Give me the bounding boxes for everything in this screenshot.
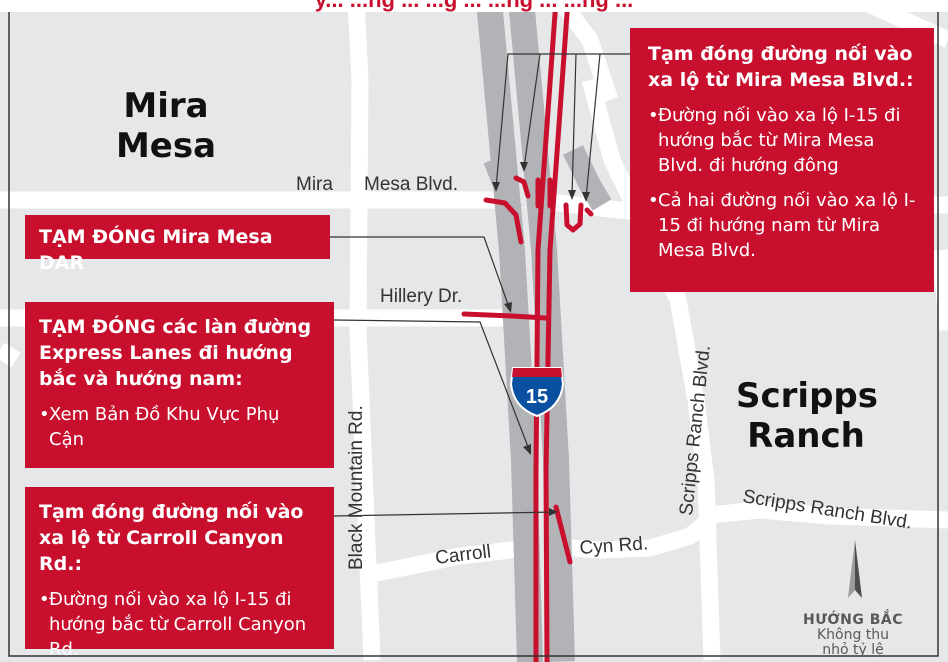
i15-shield: 15 <box>509 367 565 418</box>
callout-mira-mesa-ramps-list: Đường nối vào xa lộ I-15 đi hướng bắc từ… <box>648 103 920 263</box>
header-text: y... ...ng ... ...g ... ...ng ... ...ng … <box>315 0 634 12</box>
area-mira-mesa: Mira Mesa <box>115 86 217 166</box>
scale-note: Không thu nhỏ tỷ lệ <box>816 627 890 658</box>
list-item: Đường nối vào xa lộ I-15 đi hướng bắc từ… <box>648 103 920 178</box>
i15-shield-number: 15 <box>526 386 548 408</box>
closure-dar <box>461 311 549 321</box>
list-item: Đường nối vào xa lộ I-15 đi hướng bắc từ… <box>39 587 320 662</box>
closure-express-lane-b <box>543 0 571 662</box>
callout-express-heading: TẠM ĐÓNG các làn đường Express Lanes đi … <box>39 316 312 390</box>
road-carroll-cyn-rd <box>370 511 718 583</box>
freeway-i15 <box>476 0 612 662</box>
closure-ramp-ne <box>483 197 524 245</box>
label-scripps-ranch-blvd: Scripps Ranch Blvd. <box>741 486 913 534</box>
road-scripps-ranch-rd <box>581 77 721 661</box>
label-cyn-rd: Cyn Rd. <box>579 533 649 559</box>
label-black-mountain: Black Mountain Rd. <box>346 405 367 570</box>
area-scripps-ranch: Scripps Ranch <box>736 376 878 456</box>
closure-ramp-sw <box>563 202 584 233</box>
north-arrow-icon <box>848 540 862 598</box>
label-mesa-blvd: Mesa Blvd. <box>364 174 458 195</box>
callout-mira-mesa-ramps: Tạm đóng đường nối vào xa lộ từ Mira Mes… <box>630 28 934 292</box>
closure-express-lane-a <box>533 0 559 662</box>
callout-mira-mesa-ramps-heading: Tạm đóng đường nối vào xa lộ từ Mira Mes… <box>648 43 914 91</box>
leader-arrowheads <box>492 162 590 516</box>
road-ne <box>553 0 619 103</box>
callout-dar: TẠM ĐÓNG Mira Mesa DAR <box>25 215 330 274</box>
callout-express: TẠM ĐÓNG các làn đường Express Lanes đi … <box>25 302 334 468</box>
frame <box>8 12 939 657</box>
callout-carroll-heading: Tạm đóng đường nối vào xa lộ từ Carroll … <box>39 501 304 575</box>
closures <box>461 0 594 662</box>
north-indicator: HƯỚNG BẮC Không thu nhỏ tỷ lệ <box>792 542 914 658</box>
callout-express-list: Xem Bản Đồ Khu Vực Phụ Cận <box>39 402 320 452</box>
north-label: HƯỚNG BẮC <box>802 612 903 628</box>
road-black-mountain-rd <box>347 0 381 661</box>
label-hillery: Hillery Dr. <box>380 286 462 307</box>
list-item: Cả hai đường nối vào xa lộ I-15 đi hướng… <box>648 188 920 263</box>
road-mid-right <box>931 249 948 331</box>
callout-carroll: Tạm đóng đường nối vào xa lộ từ Carroll … <box>25 487 334 660</box>
list-item: Xem Bản Đồ Khu Vực Phụ Cận <box>39 402 320 452</box>
closure-ramp-nb <box>513 175 531 199</box>
leader-lines <box>328 53 630 517</box>
callout-carroll-list: Đường nối vào xa lộ I-15 đi hướng bắc từ… <box>39 587 320 662</box>
label-carroll: Carroll <box>434 541 492 569</box>
closure-ramp-se <box>584 207 594 217</box>
callout-dar-heading: TẠM ĐÓNG Mira Mesa DAR <box>39 226 273 274</box>
road-left-edge <box>0 342 21 368</box>
closure-carroll-ramp <box>553 504 573 565</box>
road-scripps-ranch-blvd <box>699 501 948 529</box>
label-mira: Mira <box>296 174 333 195</box>
